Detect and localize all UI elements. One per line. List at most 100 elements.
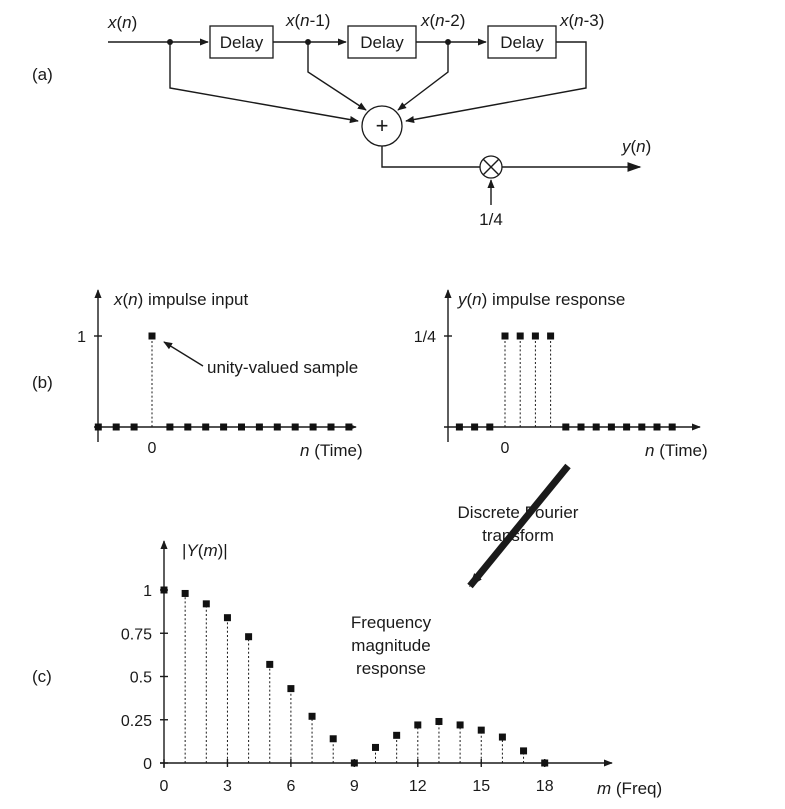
right-x-axis-label: n (Time) — [645, 441, 708, 460]
zero-sample — [345, 423, 353, 431]
mag-x-tick-label: 12 — [409, 778, 427, 795]
right-x-tick-label: 0 — [501, 440, 510, 457]
impulse-response-plot: 1/4 y(n) impulse response 0 n (Time) — [414, 289, 708, 460]
mag-point — [181, 589, 189, 597]
mag-point — [160, 586, 168, 594]
zero-sample — [238, 423, 245, 431]
part-a-label: (a) — [32, 65, 53, 84]
zero-sample — [486, 423, 494, 431]
multiplier-cross-2 — [483, 159, 499, 175]
zero-sample — [592, 423, 600, 431]
mag-y-axis-title: |Y(m)| — [182, 541, 228, 560]
mag-point — [202, 600, 210, 608]
delay-label-1: Delay — [220, 33, 264, 52]
zero-sample — [309, 423, 317, 431]
feed-line-x-n-3 — [405, 41, 587, 124]
delay-label-3: Delay — [500, 33, 544, 52]
feed-line-x-n-2 — [397, 42, 449, 111]
caption-line2: magnitude — [351, 636, 430, 655]
zero-sample — [130, 423, 138, 431]
zero-sample — [94, 423, 102, 431]
mag-points — [160, 586, 549, 767]
left-x-axis-label: n (Time) — [300, 441, 363, 460]
mag-y-tick-label: 0.5 — [130, 670, 152, 687]
annotation-text: unity-valued sample — [207, 358, 358, 377]
right-plot-title: y(n) impulse response — [457, 290, 625, 309]
zero-sample — [562, 423, 570, 431]
mag-point — [520, 747, 528, 755]
zero-sample — [638, 423, 646, 431]
dft-label-line2: transform — [482, 526, 554, 545]
part-b-impulse-plots: (b) 1 x(n) impulse input 0 n (Time) unit… — [32, 289, 708, 589]
zero-sample — [166, 423, 174, 431]
zero-sample — [291, 423, 299, 431]
mag-point — [350, 759, 358, 767]
response-sample — [516, 332, 524, 340]
mag-y-tick-label: 1 — [143, 583, 152, 600]
mag-point — [435, 717, 443, 725]
mag-point — [287, 685, 295, 693]
part-c-label: (c) — [32, 667, 52, 686]
gain-label: 1/4 — [479, 210, 503, 229]
left-x-tick-label: 0 — [148, 440, 157, 457]
zero-sample — [577, 423, 585, 431]
mag-point — [329, 735, 337, 743]
mag-point — [372, 743, 379, 751]
delay-label-2: Delay — [360, 33, 404, 52]
tap-label-2: x(n-2) — [420, 11, 465, 30]
part-b-label: (b) — [32, 373, 53, 392]
zero-sample — [255, 423, 263, 431]
dft-label-line1: Discrete Fourier — [458, 503, 579, 522]
left-plot-title: x(n) impulse input — [113, 290, 248, 309]
left-y-tick-label: 1 — [77, 329, 86, 346]
mag-point — [266, 660, 274, 668]
dft-arrow — [467, 463, 571, 589]
mag-point — [245, 633, 253, 641]
output-signal-label: y(n) — [621, 137, 651, 156]
feed-line-x-n — [169, 42, 359, 124]
mag-point — [414, 721, 422, 729]
zero-sample — [220, 423, 228, 431]
response-sample — [531, 332, 539, 340]
mag-point — [541, 759, 549, 767]
mag-y-tick-label: 0.75 — [121, 626, 152, 643]
mag-x-tick-label: 18 — [536, 778, 554, 795]
annotation-arrow — [163, 341, 204, 367]
zero-sample — [184, 423, 192, 431]
mag-x-tick-label: 0 — [160, 778, 169, 795]
delay-box-3 — [487, 25, 557, 59]
feed-line-x-n-1 — [307, 42, 367, 111]
zero-sample — [273, 423, 281, 431]
zero-sample — [202, 423, 210, 431]
zero-sample — [471, 423, 479, 431]
zero-sample — [668, 423, 676, 431]
mag-y-tick-label: 0 — [143, 756, 152, 773]
zero-sample — [112, 423, 120, 431]
mag-point — [456, 721, 464, 729]
zero-sample — [653, 423, 661, 431]
mag-x-tick-label: 15 — [472, 778, 490, 795]
mag-x-tick-label: 6 — [286, 778, 295, 795]
left-sample-markers — [94, 332, 353, 431]
mag-x-tick-label: 9 — [350, 778, 359, 795]
mag-stems — [163, 590, 525, 763]
zero-sample — [327, 423, 335, 431]
right-y-tick-label: 1/4 — [414, 329, 436, 346]
mag-point — [477, 726, 485, 734]
input-signal-label: x(n) — [107, 13, 137, 32]
response-sample — [501, 332, 509, 340]
mag-point — [223, 614, 231, 622]
zero-sample — [455, 423, 463, 431]
tap-label-3: x(n-3) — [559, 11, 604, 30]
right-sample-markers — [455, 332, 676, 431]
output-wire — [381, 146, 642, 172]
impulse-sample — [148, 332, 156, 340]
zero-sample — [623, 423, 631, 431]
mag-y-ticks: 00.250.50.751 — [121, 583, 168, 773]
mag-point — [498, 733, 506, 741]
impulse-input-plot: 1 x(n) impulse input 0 n (Time) unity-va… — [77, 289, 363, 460]
adder-symbol: + — [376, 113, 389, 138]
